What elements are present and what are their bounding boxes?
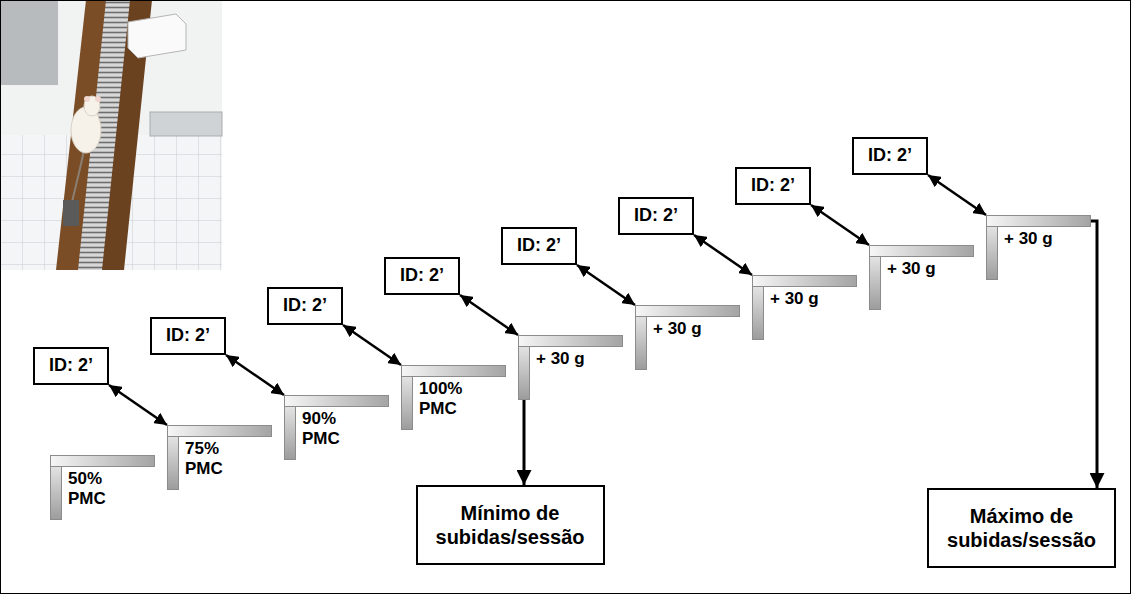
step-shape bbox=[284, 395, 389, 460]
step-tread bbox=[636, 306, 740, 317]
interval-box: ID: 2’ bbox=[150, 317, 226, 355]
step-tread bbox=[519, 336, 623, 347]
down-arrow bbox=[1091, 221, 1097, 488]
load-step: + 30 g bbox=[518, 335, 623, 400]
result-label: Mínimo de subidas/sessão bbox=[428, 501, 593, 549]
step-label: + 30 g bbox=[653, 319, 740, 339]
interval-box: ID: 2’ bbox=[852, 137, 928, 175]
interval-label: ID: 2’ bbox=[283, 295, 327, 317]
interval-label: ID: 2’ bbox=[400, 265, 444, 287]
result-box: Mínimo de subidas/sessão bbox=[416, 485, 605, 565]
interval-label: ID: 2’ bbox=[49, 355, 93, 377]
load-step: 100% PMC bbox=[401, 365, 506, 430]
result-box: Máximo de subidas/sessão bbox=[927, 488, 1116, 568]
photo bbox=[0, 0, 222, 270]
top-chamber bbox=[128, 14, 186, 58]
step-label: + 30 g bbox=[887, 259, 974, 279]
ladder-post bbox=[56, 0, 106, 270]
step-tread bbox=[753, 276, 857, 287]
step-label: 75% PMC bbox=[185, 439, 237, 480]
double-arrow bbox=[811, 205, 869, 245]
load-step: + 30 g bbox=[869, 245, 974, 310]
interval-label: ID: 2’ bbox=[868, 145, 912, 167]
interval-box: ID: 2’ bbox=[33, 347, 109, 385]
step-shape bbox=[167, 425, 272, 490]
double-arrow bbox=[343, 325, 401, 365]
step-tread bbox=[285, 396, 389, 407]
step-label: + 30 g bbox=[1004, 229, 1091, 249]
load-step: 90% PMC bbox=[284, 395, 389, 460]
load-step: 50% PMC bbox=[50, 455, 155, 520]
double-arrow bbox=[577, 265, 635, 305]
step-shape bbox=[50, 455, 155, 520]
interval-label: ID: 2’ bbox=[634, 205, 678, 227]
interval-box: ID: 2’ bbox=[735, 167, 811, 205]
step-label: + 30 g bbox=[770, 289, 857, 309]
step-label: 50% PMC bbox=[68, 469, 120, 510]
step-label: 100% PMC bbox=[419, 379, 471, 420]
interval-label: ID: 2’ bbox=[517, 235, 561, 257]
load-step: + 30 g bbox=[986, 215, 1091, 280]
rat-ear bbox=[84, 96, 90, 102]
double-arrow bbox=[460, 295, 518, 335]
step-tread bbox=[870, 246, 974, 257]
step-tread bbox=[51, 456, 155, 467]
load-step: + 30 g bbox=[752, 275, 857, 340]
interval-label: ID: 2’ bbox=[166, 325, 210, 347]
interval-box: ID: 2’ bbox=[618, 197, 694, 235]
double-arrow bbox=[928, 175, 986, 215]
rat-tail bbox=[72, 150, 84, 202]
down-arrow bbox=[523, 400, 526, 485]
interval-label: ID: 2’ bbox=[751, 175, 795, 197]
step-tread bbox=[402, 366, 506, 377]
result-label: Máximo de subidas/sessão bbox=[939, 504, 1104, 552]
dark-corner bbox=[0, 0, 58, 85]
interval-box: ID: 2’ bbox=[501, 227, 577, 265]
interval-box: ID: 2’ bbox=[267, 287, 343, 325]
step-label: 90% PMC bbox=[302, 409, 354, 450]
step-tread bbox=[987, 216, 1091, 227]
step-label: + 30 g bbox=[536, 349, 623, 369]
double-arrow bbox=[226, 355, 284, 395]
rat-ear bbox=[95, 96, 101, 102]
double-arrow bbox=[694, 235, 752, 275]
weight bbox=[63, 200, 79, 226]
rat-head bbox=[84, 96, 100, 116]
bench bbox=[150, 112, 222, 136]
photo-ground bbox=[0, 0, 222, 270]
load-step: + 30 g bbox=[635, 305, 740, 370]
double-arrow bbox=[109, 385, 167, 425]
step-tread bbox=[168, 426, 272, 437]
interval-box: ID: 2’ bbox=[384, 257, 460, 295]
load-step: 75% PMC bbox=[167, 425, 272, 490]
